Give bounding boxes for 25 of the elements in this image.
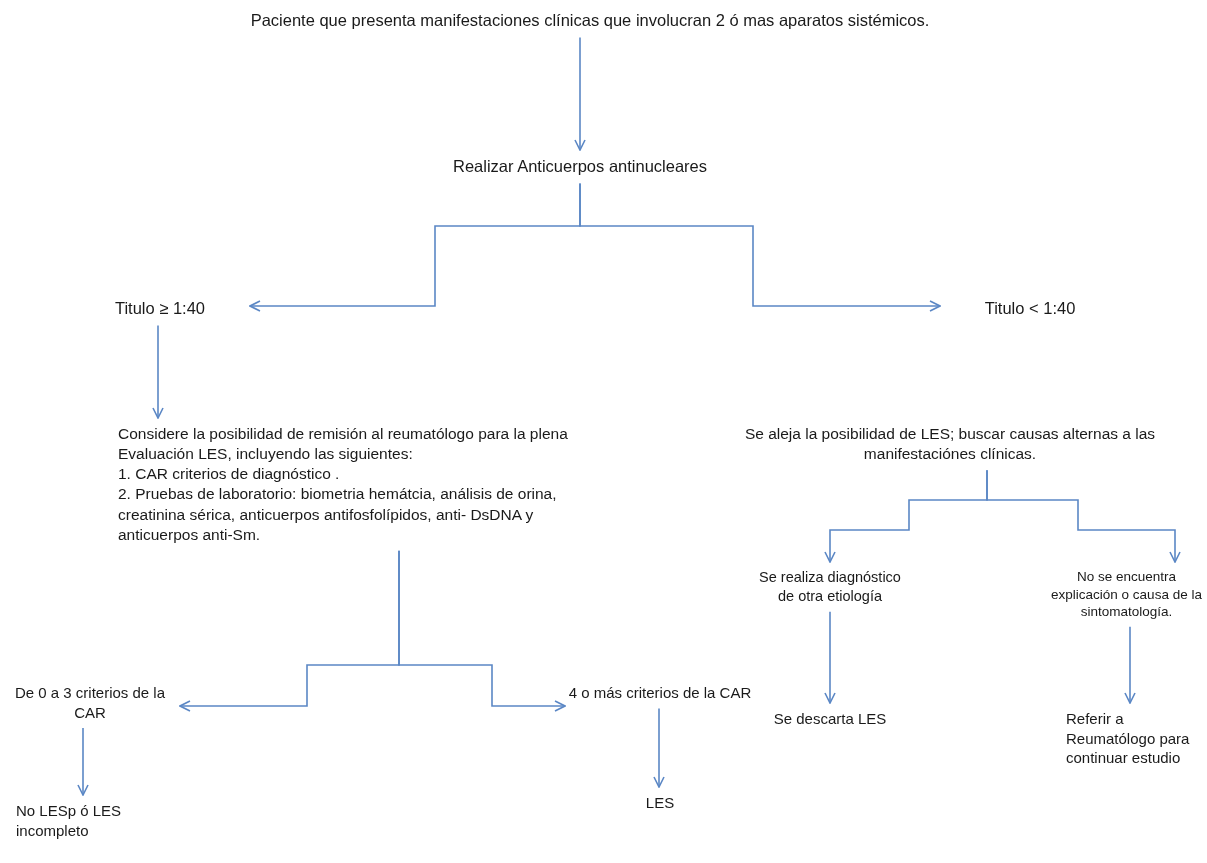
step-text: De 0 a 3 criterios de la CAR: [13, 683, 167, 722]
arrow: [1124, 625, 1136, 704]
step-text: Titulo < 1:40: [983, 298, 1077, 319]
step-text: Se descarta LES: [772, 709, 888, 729]
arrow: [986, 469, 1181, 563]
step-text: 1. CAR criterios de diagnóstico .: [118, 464, 341, 485]
step-text: No se encuentra explicación o causa de la sintomatología.: [1050, 568, 1203, 621]
step-text: 4 o más criterios de la CAR: [567, 683, 753, 703]
step-text: Se realiza diagnóstico de otra etiología: [758, 568, 902, 606]
step-text: Se aleja la posibilidad de LES; buscar causas alternas a las manifestaciónes clínicas.: [743, 424, 1157, 465]
step-text: Realizar Anticuerpos antinucleares: [451, 156, 709, 177]
step-text: LES: [644, 793, 676, 813]
arrow: [653, 707, 665, 788]
step-text: Referir a Reumatólogo para continuar estudio: [1066, 709, 1191, 768]
step-text: Titulo ≥ 1:40: [113, 298, 207, 319]
arrow: [398, 550, 566, 712]
arrow: [824, 610, 836, 704]
step-text: Paciente que presenta manifestaciones clínicas que involucran 2 ó mas aparatos sistémicos.: [249, 10, 931, 31]
arrow: [579, 182, 941, 312]
arrow: [77, 727, 89, 796]
step-text: 2. Pruebas de laboratorio: biometria hemátcia, análisis de orina, creatinina sérica, anticuerpos antifosfolípidos, anti- DsDNA y anticuerpos anti-Sm.: [118, 484, 558, 545]
step-text: Considere la posibilidad de remisión al reumatólogo para la plena Evaluación LES, incluyendo las siguientes:: [118, 424, 569, 465]
step-text: No LESp ó LES incompleto: [16, 801, 123, 840]
arrow: [152, 324, 164, 419]
arrow: [574, 36, 586, 151]
